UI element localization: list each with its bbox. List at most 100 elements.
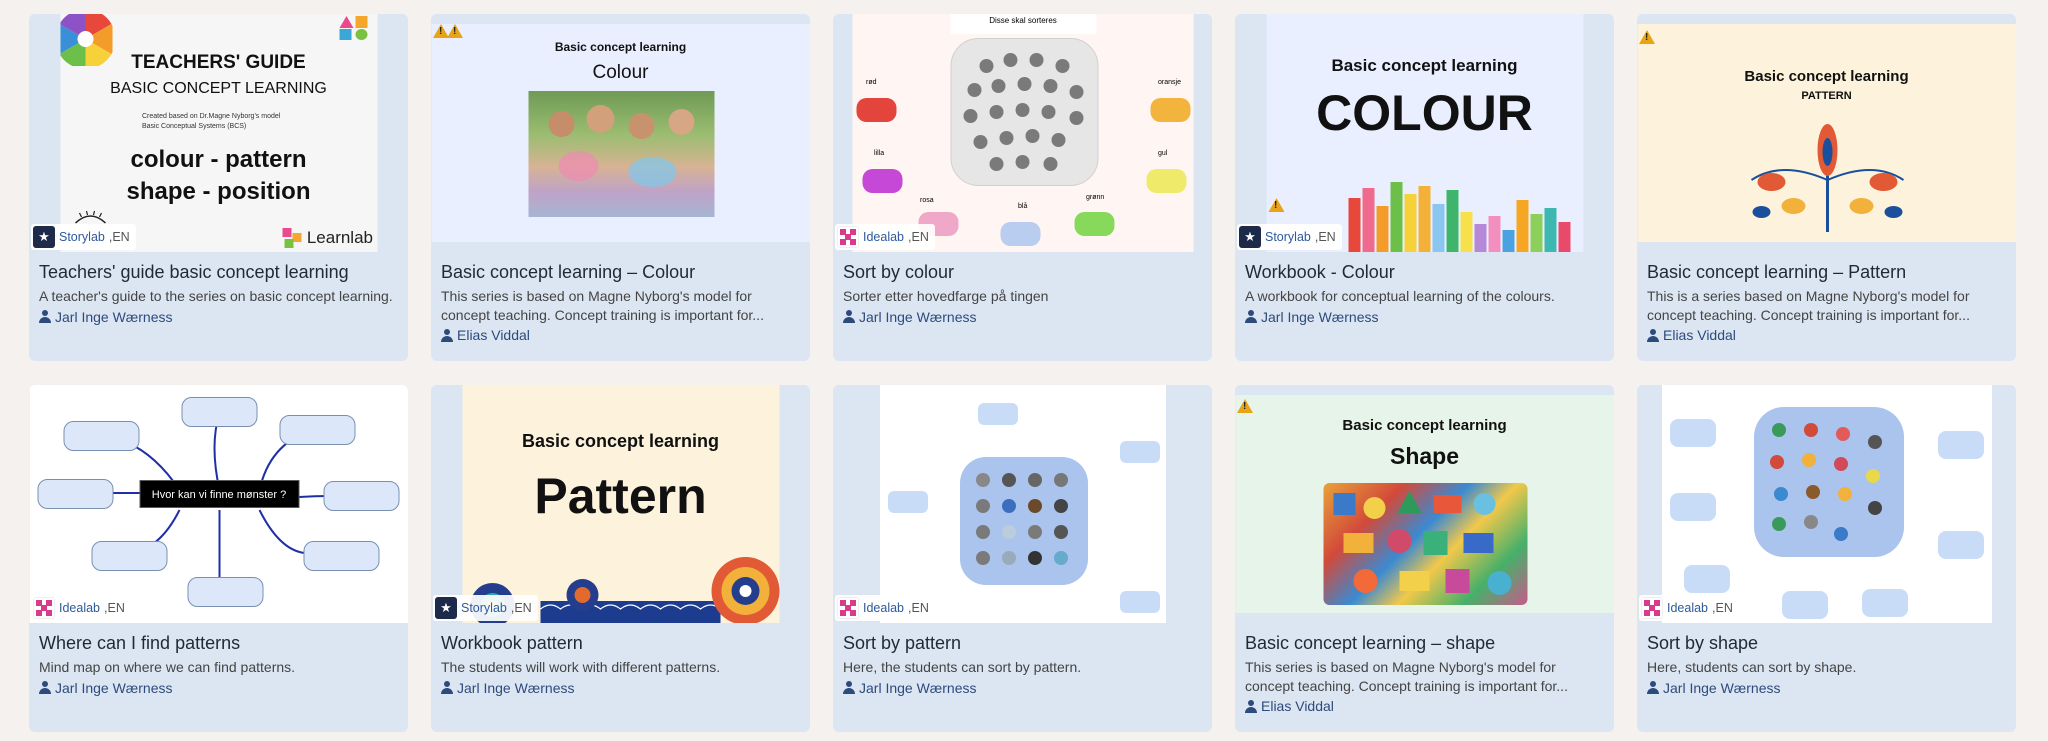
mind-map-bubble[interactable] bbox=[303, 541, 379, 571]
cover-heading: Basic concept learning bbox=[1342, 417, 1507, 434]
source-badge[interactable]: Idealab ,EN bbox=[31, 595, 131, 621]
source-badge[interactable]: ★ Storylab ,EN bbox=[31, 224, 136, 250]
cover-small-text: Created based on Dr.Magne Nyborg's model bbox=[142, 113, 281, 120]
mind-map-bubble[interactable] bbox=[323, 481, 399, 511]
sort-header: Disse skal sorteres bbox=[950, 14, 1096, 34]
card-thumbnail[interactable]: TEACHERS' GUIDE BASIC CONCEPT LEARNING C… bbox=[29, 14, 408, 252]
card-author[interactable]: Jarl Inge Wærness bbox=[843, 308, 1202, 326]
person-icon bbox=[1647, 681, 1659, 694]
card-title[interactable]: Teachers' guide basic concept learning bbox=[39, 262, 349, 282]
sort-bin-red[interactable] bbox=[856, 98, 896, 122]
source-name: Idealab bbox=[863, 601, 905, 615]
warning-icon bbox=[1639, 30, 1655, 44]
storylab-logo-icon: ★ bbox=[435, 597, 457, 619]
person-icon bbox=[1647, 328, 1659, 342]
cover-subheading: Colour bbox=[592, 62, 649, 83]
sort-bin-orange[interactable] bbox=[1150, 98, 1190, 122]
sort-bin[interactable] bbox=[1669, 419, 1716, 447]
sort-bin[interactable] bbox=[1119, 441, 1160, 463]
resource-card[interactable]: Basic concept learning PATTERN bbox=[1637, 14, 2016, 361]
author-name: Jarl Inge Wærness bbox=[55, 679, 173, 696]
sort-bin[interactable] bbox=[977, 403, 1018, 425]
author-name: Jarl Inge Wærness bbox=[457, 679, 575, 696]
cover-pattern: Basic concept learning PATTERN bbox=[1637, 24, 2016, 242]
sort-bin-blue[interactable] bbox=[1000, 222, 1040, 246]
person-icon bbox=[843, 310, 855, 323]
source-badge[interactable]: ★ Storylab ,EN bbox=[1237, 224, 1342, 250]
sort-bin-green[interactable] bbox=[1074, 212, 1114, 236]
source-lang: ,EN bbox=[1712, 601, 1733, 615]
mind-map-bubble[interactable] bbox=[279, 415, 355, 445]
card-title[interactable]: Sort by colour bbox=[843, 262, 955, 282]
card-thumbnail[interactable]: Basic concept learning COLOUR bbox=[1235, 14, 1614, 252]
mind-map-bubble[interactable] bbox=[63, 421, 139, 451]
source-name: Storylab bbox=[1265, 230, 1311, 244]
card-thumbnail[interactable]: Basic concept learning Pattern bbox=[431, 385, 810, 623]
sort-bin[interactable] bbox=[1683, 565, 1730, 593]
resource-card[interactable]: Basic concept learning Colour Basic conc… bbox=[431, 14, 810, 361]
resource-card[interactable]: Disse skal sorteres rød lilla rosa blå g… bbox=[833, 14, 1212, 361]
card-author[interactable]: Elias Viddal bbox=[1647, 326, 2006, 344]
card-author[interactable]: Jarl Inge Wærness bbox=[39, 679, 398, 697]
card-author[interactable]: Jarl Inge Wærness bbox=[1647, 679, 2006, 697]
mind-map-center[interactable]: Hvor kan vi finne mønster ? bbox=[139, 480, 299, 508]
sort-bin[interactable] bbox=[1937, 431, 1984, 459]
source-badge[interactable]: ★ Storylab ,EN bbox=[433, 595, 538, 621]
sort-bin[interactable] bbox=[1781, 591, 1828, 619]
card-author[interactable]: Jarl Inge Wærness bbox=[843, 679, 1202, 697]
card-author[interactable]: Jarl Inge Wærness bbox=[39, 308, 398, 326]
resource-card[interactable]: Hvor kan vi finne mønster ? Idealab ,EN … bbox=[29, 385, 408, 732]
card-title[interactable]: Sort by pattern bbox=[843, 633, 962, 653]
author-name: Jarl Inge Wærness bbox=[859, 308, 977, 325]
source-lang: ,EN bbox=[1314, 230, 1336, 244]
resource-card[interactable]: Basic concept learning Shape bbox=[1235, 385, 1614, 732]
source-name: Idealab bbox=[1667, 601, 1709, 615]
sort-bin-yellow[interactable] bbox=[1146, 169, 1186, 193]
sort-bin[interactable] bbox=[1119, 591, 1160, 613]
mind-map-bubble[interactable] bbox=[91, 541, 167, 571]
card-thumbnail[interactable]: Basic concept learning Shape bbox=[1235, 385, 1614, 623]
source-badge[interactable]: Idealab ,EN bbox=[835, 595, 935, 621]
cover-subheading: PATTERN bbox=[1801, 90, 1852, 102]
sort-pool bbox=[959, 457, 1088, 585]
card-thumbnail[interactable]: Basic concept learning Colour bbox=[431, 14, 810, 252]
cover-heading: TEACHERS' GUIDE bbox=[131, 52, 306, 73]
resource-card[interactable]: TEACHERS' GUIDE BASIC CONCEPT LEARNING C… bbox=[29, 14, 408, 361]
sort-bin[interactable] bbox=[1861, 589, 1908, 617]
mind-map-bubble[interactable] bbox=[181, 397, 257, 427]
card-thumbnail[interactable]: Idealab ,EN bbox=[833, 385, 1212, 623]
resource-card[interactable]: Idealab ,EN Sort by pattern Here, the st… bbox=[833, 385, 1212, 732]
card-title[interactable]: Sort by shape bbox=[1647, 633, 1759, 653]
card-title[interactable]: Where can I find patterns bbox=[39, 633, 241, 653]
card-thumbnail[interactable]: Disse skal sorteres rød lilla rosa blå g… bbox=[833, 14, 1212, 252]
card-title[interactable]: Basic concept learning – Colour bbox=[441, 262, 696, 282]
card-author[interactable]: Jarl Inge Wærness bbox=[1245, 308, 1604, 326]
bin-label: gul bbox=[1158, 150, 1168, 157]
card-thumbnail[interactable]: Basic concept learning PATTERN bbox=[1637, 14, 2016, 252]
sort-bin[interactable] bbox=[1937, 531, 1984, 559]
card-title[interactable]: Basic concept learning – shape bbox=[1245, 633, 1496, 653]
card-title[interactable]: Basic concept learning – Pattern bbox=[1647, 262, 1907, 282]
card-thumbnail[interactable]: Hvor kan vi finne mønster ? Idealab ,EN bbox=[29, 385, 408, 623]
card-thumbnail[interactable]: Idealab ,EN bbox=[1637, 385, 2016, 623]
card-description: Sorter etter hovedfarge på tingen bbox=[843, 288, 1049, 304]
card-author[interactable]: Elias Viddal bbox=[441, 326, 800, 344]
folk-flower-pattern bbox=[1750, 124, 1904, 232]
mind-map-bubble[interactable] bbox=[37, 479, 113, 509]
card-author[interactable]: Jarl Inge Wærness bbox=[441, 679, 800, 697]
sort-bin-purple[interactable] bbox=[862, 169, 902, 193]
card-title[interactable]: Workbook pattern bbox=[441, 633, 583, 653]
resource-card[interactable]: Basic concept learning Pattern bbox=[431, 385, 810, 732]
cover-heading: Basic concept learning bbox=[521, 431, 720, 451]
resource-card[interactable]: Basic concept learning COLOUR bbox=[1235, 14, 1614, 361]
sort-bin[interactable] bbox=[887, 491, 928, 513]
cover-colour: Basic concept learning Colour bbox=[431, 24, 810, 242]
card-author[interactable]: Elias Viddal bbox=[1245, 697, 1604, 715]
card-title[interactable]: Workbook - Colour bbox=[1245, 262, 1395, 282]
photo-children-with-colour-powder bbox=[528, 91, 714, 217]
mind-map-bubble[interactable] bbox=[187, 577, 263, 607]
resource-card[interactable]: Idealab ,EN Sort by shape Here, students… bbox=[1637, 385, 2016, 732]
sort-bin[interactable] bbox=[1669, 493, 1716, 521]
source-badge[interactable]: Idealab ,EN bbox=[1639, 595, 1739, 621]
source-badge[interactable]: Idealab ,EN bbox=[835, 224, 935, 250]
